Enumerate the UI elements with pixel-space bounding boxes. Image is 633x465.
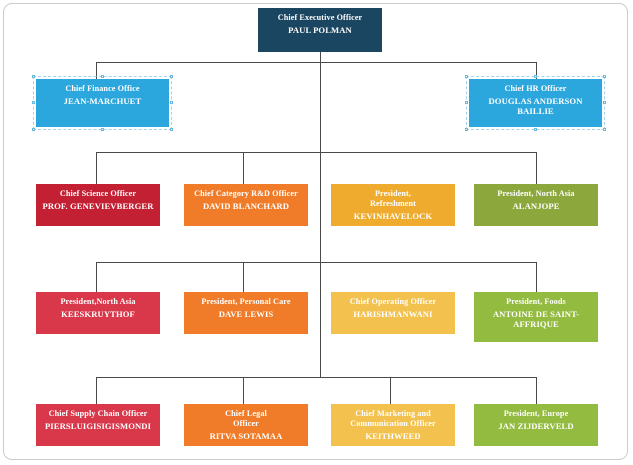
resize-handle-e[interactable] [603,101,606,104]
node-chief-marketing-communication-officer[interactable]: Chief Marketing and Communication Office… [331,404,455,446]
node-name: KEESKRUYTHOF [61,309,135,319]
node-name: JAN ZIJDERVELD [498,421,574,431]
node-president-foods[interactable]: President, Foods ANTOINE DE SAINT- AFFRI… [474,292,598,342]
connector-row3-drop-4 [536,262,537,292]
resize-handle-ne[interactable] [170,75,173,78]
connector-row3-bus [96,262,536,263]
connector-row4-drop-4 [536,377,537,404]
resize-handle-s[interactable] [100,128,104,131]
node-title: President, Refreshment [370,189,416,208]
node-name: ANTOINE DE SAINT- AFFRIQUE [492,309,580,330]
connector-central-spine [320,62,321,377]
connector-row3-drop-2 [243,262,244,292]
resize-handle-se[interactable] [170,128,173,131]
node-president-europe[interactable]: President, Europe JAN ZIJDERVELD [474,404,598,446]
connector-row4-bus [96,377,536,378]
node-president-north-asia-alanjope[interactable]: President, North Asia ALANJOPE [474,184,598,226]
node-title: President, Europe [503,409,569,418]
node-name: RITVA SOTAMAA [209,431,283,441]
connector-row2-bus [96,152,536,153]
resize-handle-nw[interactable] [32,75,35,78]
node-title: Chief Legal Officer [225,409,267,428]
connector-row1-drop-left [96,62,97,79]
node-chief-operating-officer[interactable]: Chief Operating Officer HARISHMANWANI [331,292,455,334]
node-president-personal-care[interactable]: President, Personal Care DAVE LEWIS [184,292,308,334]
node-title: Chief Finance Office [65,84,140,93]
resize-handle-n[interactable] [100,75,104,78]
resize-handle-ne[interactable] [603,75,606,78]
node-name: JEAN-MARCHUET [63,96,142,106]
resize-handle-e[interactable] [170,101,173,104]
node-president-refreshment[interactable]: President, Refreshment KEVINHAVELOCK [331,184,455,226]
node-name: HARISHMANWANI [353,309,433,319]
node-title: Chief HR Officer [504,84,567,93]
node-name: PIERSLUIGISIGISMONDI [44,421,152,431]
node-chief-science-officer[interactable]: Chief Science Officer PROF. GENEVIEVBERG… [36,184,160,226]
resize-handle-se[interactable] [603,128,606,131]
connector-row2-drop-1 [96,152,97,184]
resize-handle-w[interactable] [32,101,35,104]
node-title: President,North Asia [60,297,136,306]
connector-row1-drop-right [536,62,537,79]
resize-handle-sw[interactable] [32,128,35,131]
connector-row4-drop-2 [243,377,244,404]
node-name: DAVE LEWIS [218,309,274,319]
resize-handle-n[interactable] [533,75,537,78]
connector-row4-drop-1 [96,377,97,404]
node-ceo[interactable]: Chief Executive Officer PAUL POLMAN [258,8,382,52]
node-name: PROF. GENEVIEVBERGER [42,201,154,211]
resize-handle-s[interactable] [533,128,537,131]
resize-handle-sw[interactable] [465,128,468,131]
node-president-north-asia-keeskruythof[interactable]: President,North Asia KEESKRUYTHOF [36,292,160,334]
node-name: ALANJOPE [512,201,560,211]
connector-row3-drop-1 [96,262,97,292]
node-chief-supply-chain-officer[interactable]: Chief Supply Chain Officer PIERSLUIGISIG… [36,404,160,446]
node-name: KEITHWEED [365,431,421,441]
node-title: Chief Category R&D Officer [194,189,298,198]
node-title: Chief Science Officer [59,189,137,198]
node-title: Chief Executive Officer [277,13,363,22]
node-title: Chief Operating Officer [349,297,437,306]
resize-handle-nw[interactable] [465,75,468,78]
resize-handle-w[interactable] [465,101,468,104]
node-chief-finance-office[interactable]: Chief Finance Office JEAN-MARCHUET [32,75,173,131]
connector-row2-drop-4 [536,152,537,184]
node-title: Chief Marketing and Communication Office… [350,409,436,428]
node-name: KEVINHAVELOCK [353,211,433,221]
node-chief-legal-officer[interactable]: Chief Legal Officer RITVA SOTAMAA [184,404,308,446]
node-title: Chief Supply Chain Officer [48,409,148,418]
node-title: President, North Asia [497,189,575,198]
connector-ceo-stem [320,52,321,62]
connector-row4-drop-3 [390,377,391,404]
node-chief-category-rd-officer[interactable]: Chief Category R&D Officer DAVID BLANCHA… [184,184,308,226]
connector-row2-drop-2 [243,152,244,184]
node-title: President, Foods [506,297,566,306]
node-title: President, Personal Care [201,297,291,306]
connector-row1-bus [96,62,536,63]
node-chief-hr-officer[interactable]: Chief HR Officer DOUGLAS ANDERSON BAILLI… [465,75,606,131]
node-name: PAUL POLMAN [288,25,352,35]
node-name: DAVID BLANCHARD [202,201,290,211]
node-name: DOUGLAS ANDERSON BAILLIE [488,96,583,117]
